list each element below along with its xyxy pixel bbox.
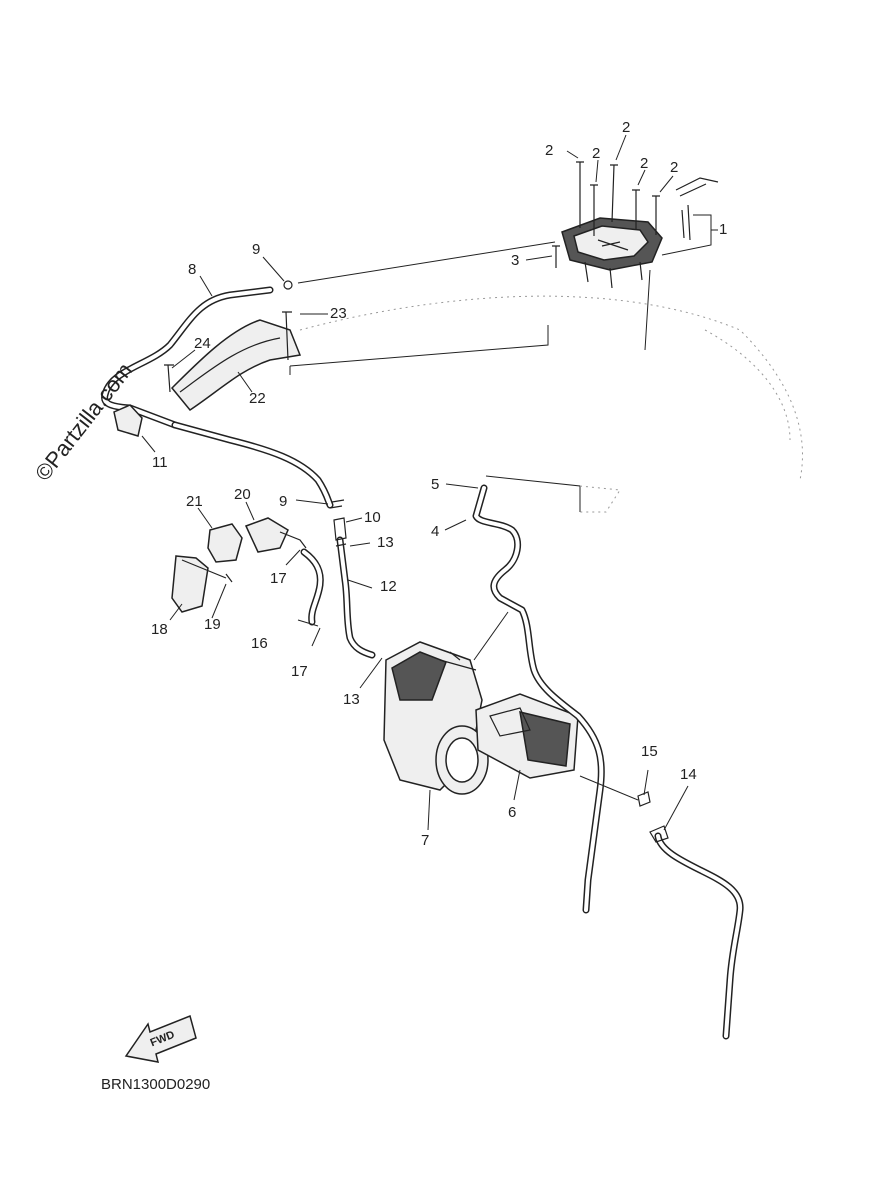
- callout-16[interactable]: 16: [251, 635, 268, 652]
- part-22-duct: [164, 311, 549, 412]
- callout-9[interactable]: 9: [279, 493, 288, 510]
- callout-8[interactable]: 8: [188, 261, 197, 278]
- part-6-box: [475, 693, 579, 801]
- callout-3[interactable]: 3: [511, 252, 520, 269]
- callout-2[interactable]: 2: [640, 155, 649, 172]
- callout-22[interactable]: 22: [249, 390, 266, 407]
- callout-1[interactable]: 1: [719, 221, 728, 238]
- callout-17[interactable]: 17: [291, 663, 308, 680]
- callout-19[interactable]: 19: [204, 616, 221, 633]
- callout-2[interactable]: 2: [592, 145, 601, 162]
- diagram-code: BRN1300D0290: [101, 1076, 211, 1093]
- part-7-canister: [359, 641, 489, 831]
- callout-20[interactable]: 20: [234, 486, 251, 503]
- leaders-2-3: [525, 134, 674, 261]
- callout-2[interactable]: 2: [622, 119, 631, 136]
- callout-11[interactable]: 11: [152, 454, 168, 471]
- ghost-outline: [299, 295, 803, 481]
- ghost-outline-2: [704, 329, 791, 441]
- part-1-assembly: [561, 177, 719, 351]
- callout-9[interactable]: 9: [252, 241, 261, 258]
- fwd-arrow-icon: [124, 1014, 197, 1063]
- callout-13[interactable]: 13: [377, 534, 394, 551]
- callout-17[interactable]: 17: [270, 570, 287, 587]
- callout-24[interactable]: 24: [194, 335, 211, 352]
- hose-part-14: [579, 769, 744, 1040]
- callout-2[interactable]: 2: [545, 142, 554, 159]
- parts-18-21: [169, 501, 307, 621]
- hose-part-16: [285, 548, 324, 647]
- callout-5[interactable]: 5: [431, 476, 440, 493]
- callout-7[interactable]: 7: [421, 832, 430, 849]
- callout-21[interactable]: 21: [186, 493, 203, 510]
- bolts-part-2: [552, 161, 660, 268]
- callout-2[interactable]: 2: [670, 159, 679, 176]
- callout-12[interactable]: 12: [380, 578, 397, 595]
- callout-15[interactable]: 15: [641, 743, 658, 760]
- callout-18[interactable]: 18: [151, 621, 168, 638]
- callout-6[interactable]: 6: [508, 804, 517, 821]
- hose-part-12: [295, 499, 376, 659]
- hose-part-4: [444, 475, 621, 914]
- callout-23[interactable]: 23: [330, 305, 347, 322]
- callout-10[interactable]: 10: [364, 509, 381, 526]
- callout-14[interactable]: 14: [680, 766, 697, 783]
- callout-4[interactable]: 4: [431, 523, 440, 540]
- hose-part-8: [101, 241, 556, 509]
- part-11-clip: [113, 404, 156, 453]
- callout-13[interactable]: 13: [343, 691, 360, 708]
